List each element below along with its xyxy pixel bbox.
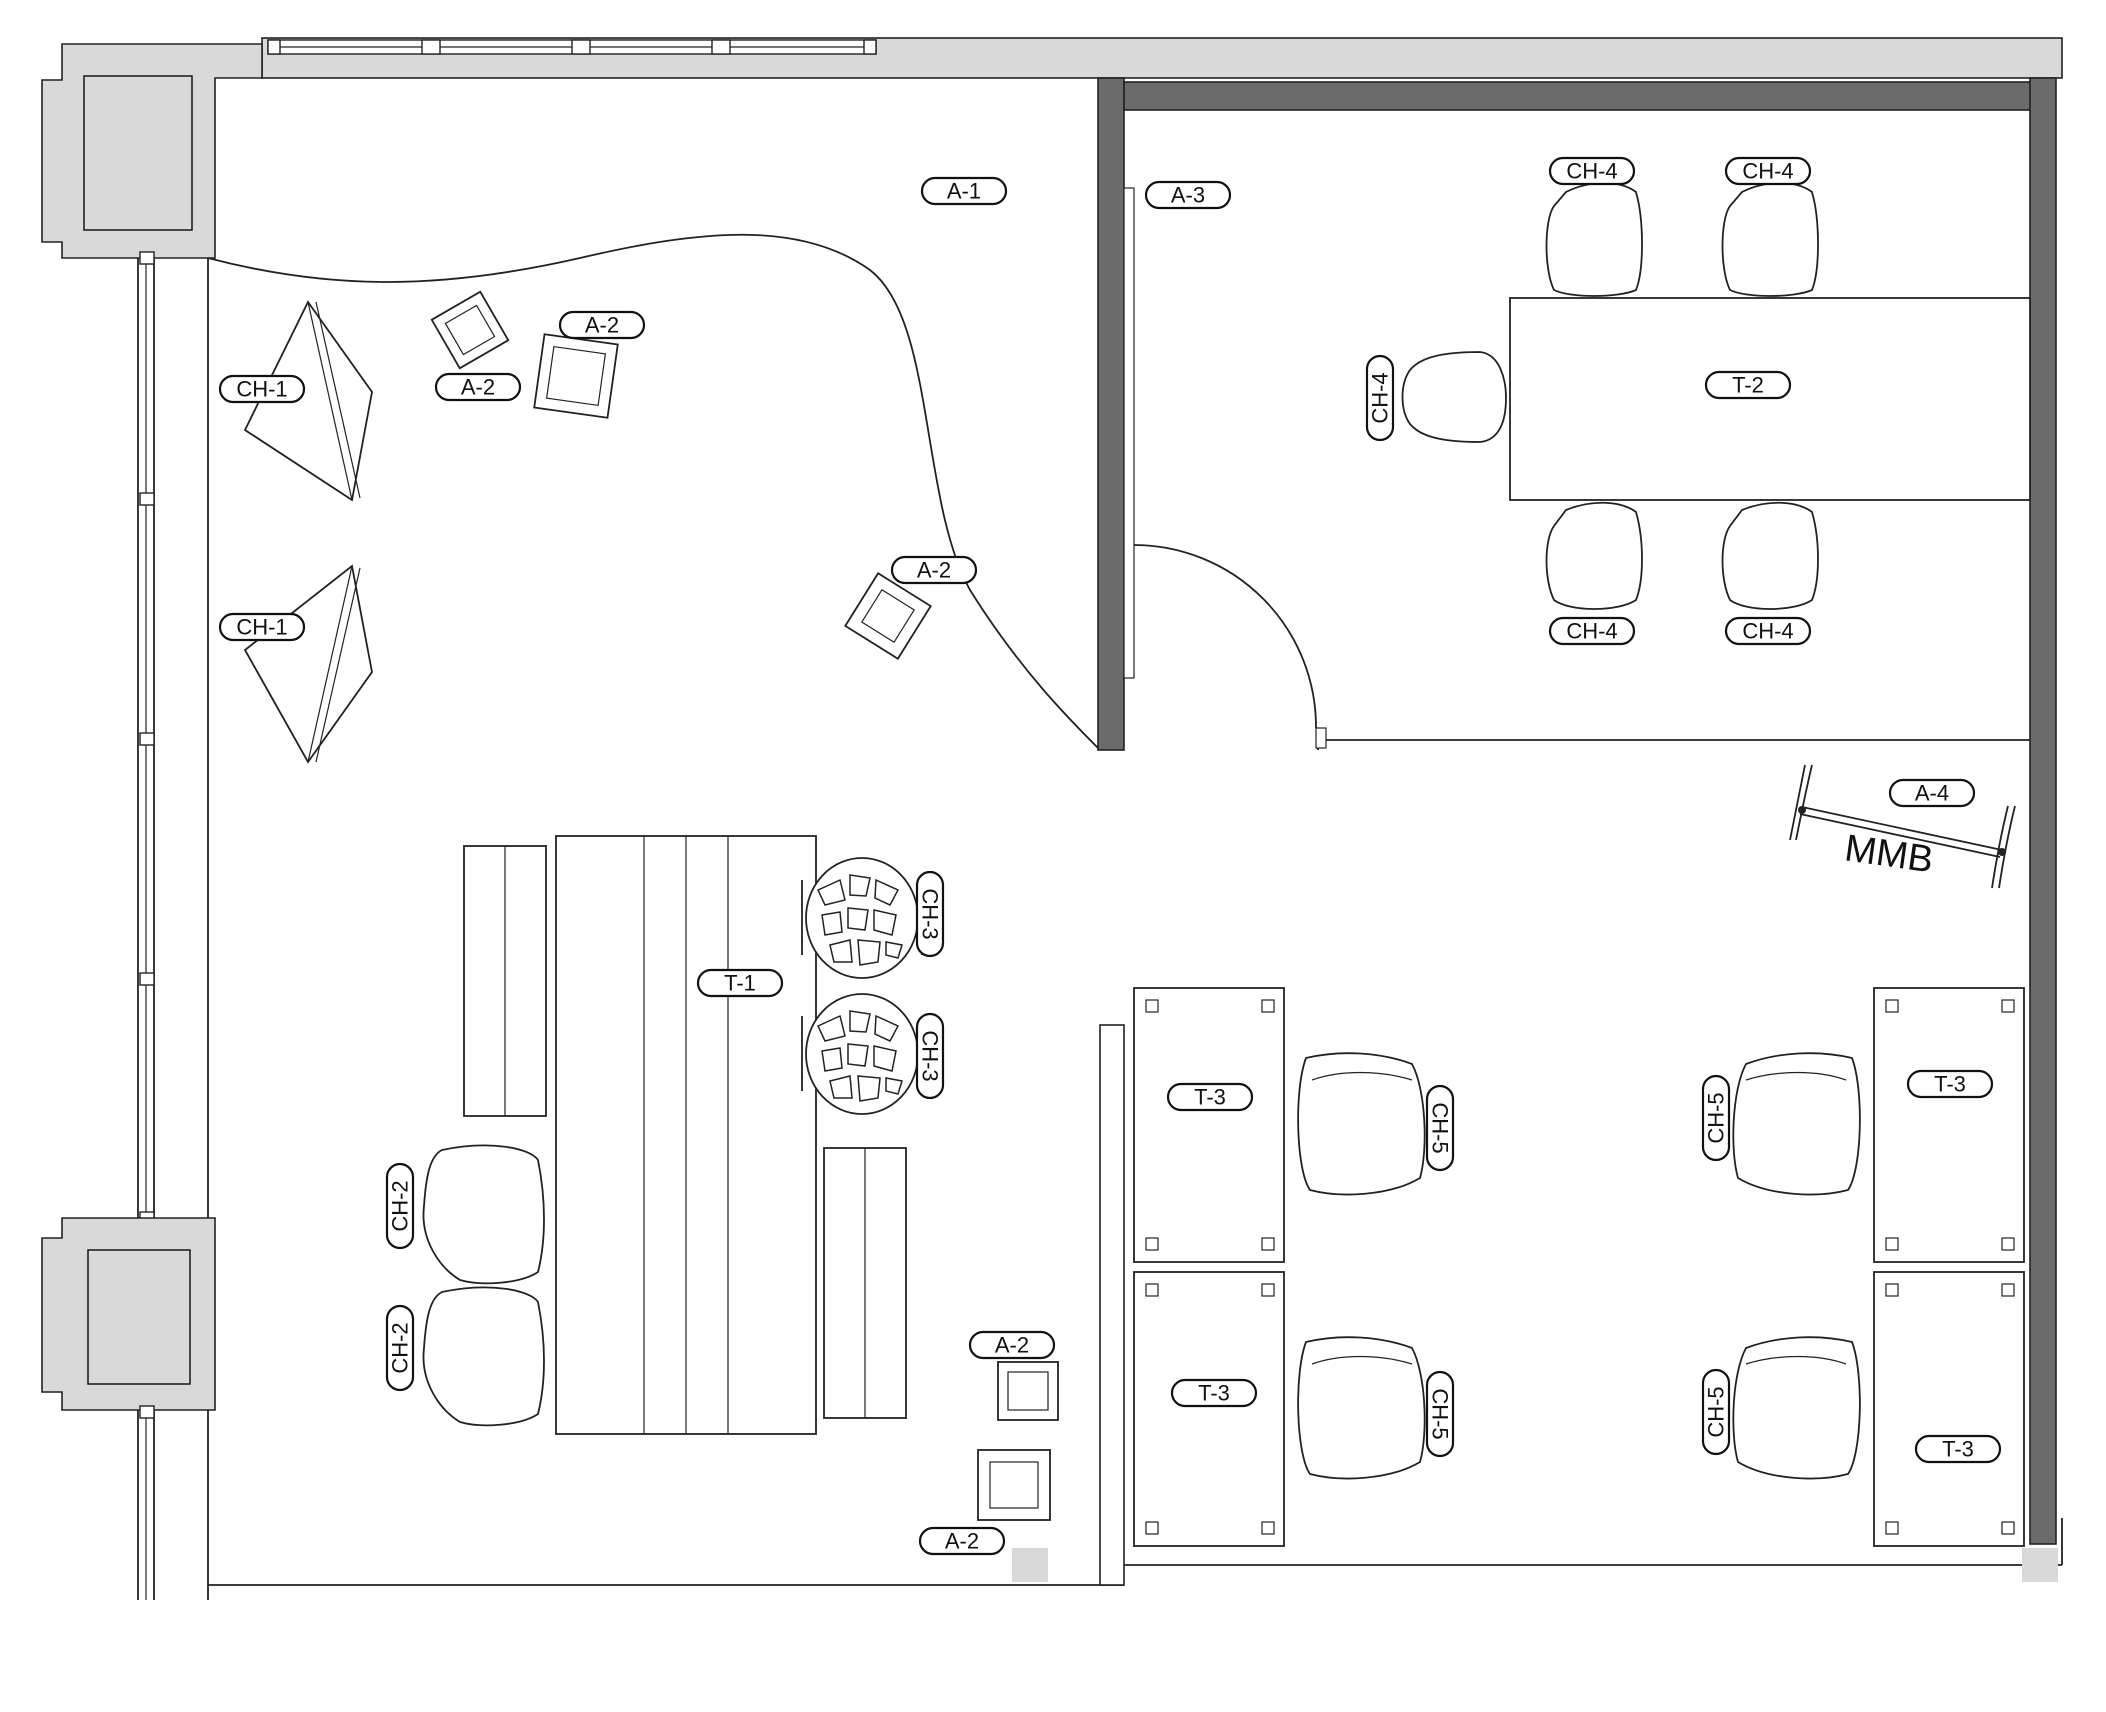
svg-text:CH-2: CH-2 (388, 1322, 413, 1373)
tag-ch4-side: CH-4 (1365, 354, 1395, 442)
svg-text:CH-4: CH-4 (1742, 159, 1793, 184)
tag-a2-bottom-upper: A-2 (968, 1330, 1056, 1360)
tag-ch3-upper: CH-3 (915, 870, 945, 958)
interior-partitions (207, 77, 2057, 1586)
ch3-mesh-chairs (801, 857, 923, 1115)
svg-text:T-3: T-3 (1198, 1381, 1230, 1406)
exterior-walls (41, 37, 2063, 1600)
svg-text:CH-1: CH-1 (236, 377, 287, 402)
a2-art-pieces (430, 290, 1059, 1521)
tag-t1: T-1 (696, 968, 784, 998)
conference-table-group (1401, 182, 2031, 610)
tag-t3-bottom-right: T-3 (1914, 1434, 2002, 1464)
svg-text:A-2: A-2 (585, 313, 619, 338)
svg-text:T-1: T-1 (724, 971, 756, 996)
svg-text:A-2: A-2 (945, 1529, 979, 1554)
tag-a3: A-3 (1144, 180, 1232, 210)
svg-text:A-2: A-2 (461, 375, 495, 400)
tag-ch1-lower: CH-1 (218, 612, 306, 642)
svg-text:CH-5: CH-5 (1704, 1092, 1729, 1143)
tag-ch1-upper: CH-1 (218, 374, 306, 404)
svg-text:T-3: T-3 (1934, 1072, 1966, 1097)
tag-a2-bottom-lower: A-2 (918, 1526, 1006, 1556)
tag-a2-mid: A-2 (890, 555, 978, 585)
svg-text:CH-3: CH-3 (918, 1030, 943, 1081)
svg-text:CH-2: CH-2 (388, 1180, 413, 1231)
svg-text:T-3: T-3 (1942, 1437, 1974, 1462)
tag-a4: A-4 (1888, 778, 1976, 808)
mmb-text: MMB (1842, 827, 1936, 881)
svg-text:CH-5: CH-5 (1428, 1102, 1453, 1153)
tag-t3-bottom-left: T-3 (1170, 1378, 1258, 1408)
svg-text:CH-4: CH-4 (1566, 619, 1617, 644)
svg-text:A-2: A-2 (917, 558, 951, 583)
svg-text:A-3: A-3 (1171, 183, 1205, 208)
tag-ch5-left-upper: CH-5 (1425, 1084, 1455, 1172)
tag-ch4-top-right: CH-4 (1724, 156, 1812, 186)
tag-ch4-bottom-right: CH-4 (1724, 616, 1812, 646)
tag-ch2-upper: CH-2 (385, 1162, 415, 1250)
tag-ch5-left-lower: CH-5 (1425, 1370, 1455, 1458)
tag-t3-top-right: T-3 (1906, 1069, 1994, 1099)
a4-mmb-fixture (1789, 764, 2016, 889)
svg-text:A-1: A-1 (947, 179, 981, 204)
svg-text:CH-4: CH-4 (1368, 372, 1393, 423)
t1-table-group (463, 835, 907, 1435)
svg-text:CH-3: CH-3 (918, 888, 943, 939)
t3-desks (1133, 987, 2025, 1547)
tag-a2-top-left: A-2 (434, 372, 522, 402)
ch5-chairs (1297, 1052, 1861, 1480)
ch2-chairs (422, 1144, 545, 1427)
tag-ch5-right-upper: CH-5 (1701, 1074, 1731, 1162)
tag-ch4-bottom-left: CH-4 (1548, 616, 1636, 646)
tag-a2-top-right: A-2 (558, 310, 646, 340)
ch1-lounge-chairs (243, 300, 373, 764)
tag-ch3-lower: CH-3 (915, 1012, 945, 1100)
tag-t3-top-left: T-3 (1166, 1082, 1254, 1112)
tag-ch2-lower: CH-2 (385, 1304, 415, 1392)
svg-text:A-2: A-2 (995, 1333, 1029, 1358)
svg-text:A-4: A-4 (1915, 781, 1949, 806)
svg-text:CH-5: CH-5 (1704, 1386, 1729, 1437)
tag-a1: A-1 (920, 176, 1008, 206)
svg-text:T-2: T-2 (1732, 373, 1764, 398)
svg-text:CH-4: CH-4 (1742, 619, 1793, 644)
svg-text:T-3: T-3 (1194, 1085, 1226, 1110)
svg-text:CH-4: CH-4 (1566, 159, 1617, 184)
svg-text:CH-5: CH-5 (1428, 1388, 1453, 1439)
tag-ch4-top-left: CH-4 (1548, 156, 1636, 186)
svg-text:CH-1: CH-1 (236, 615, 287, 640)
tag-ch5-right-lower: CH-5 (1701, 1368, 1731, 1456)
tag-t2: T-2 (1704, 370, 1792, 400)
